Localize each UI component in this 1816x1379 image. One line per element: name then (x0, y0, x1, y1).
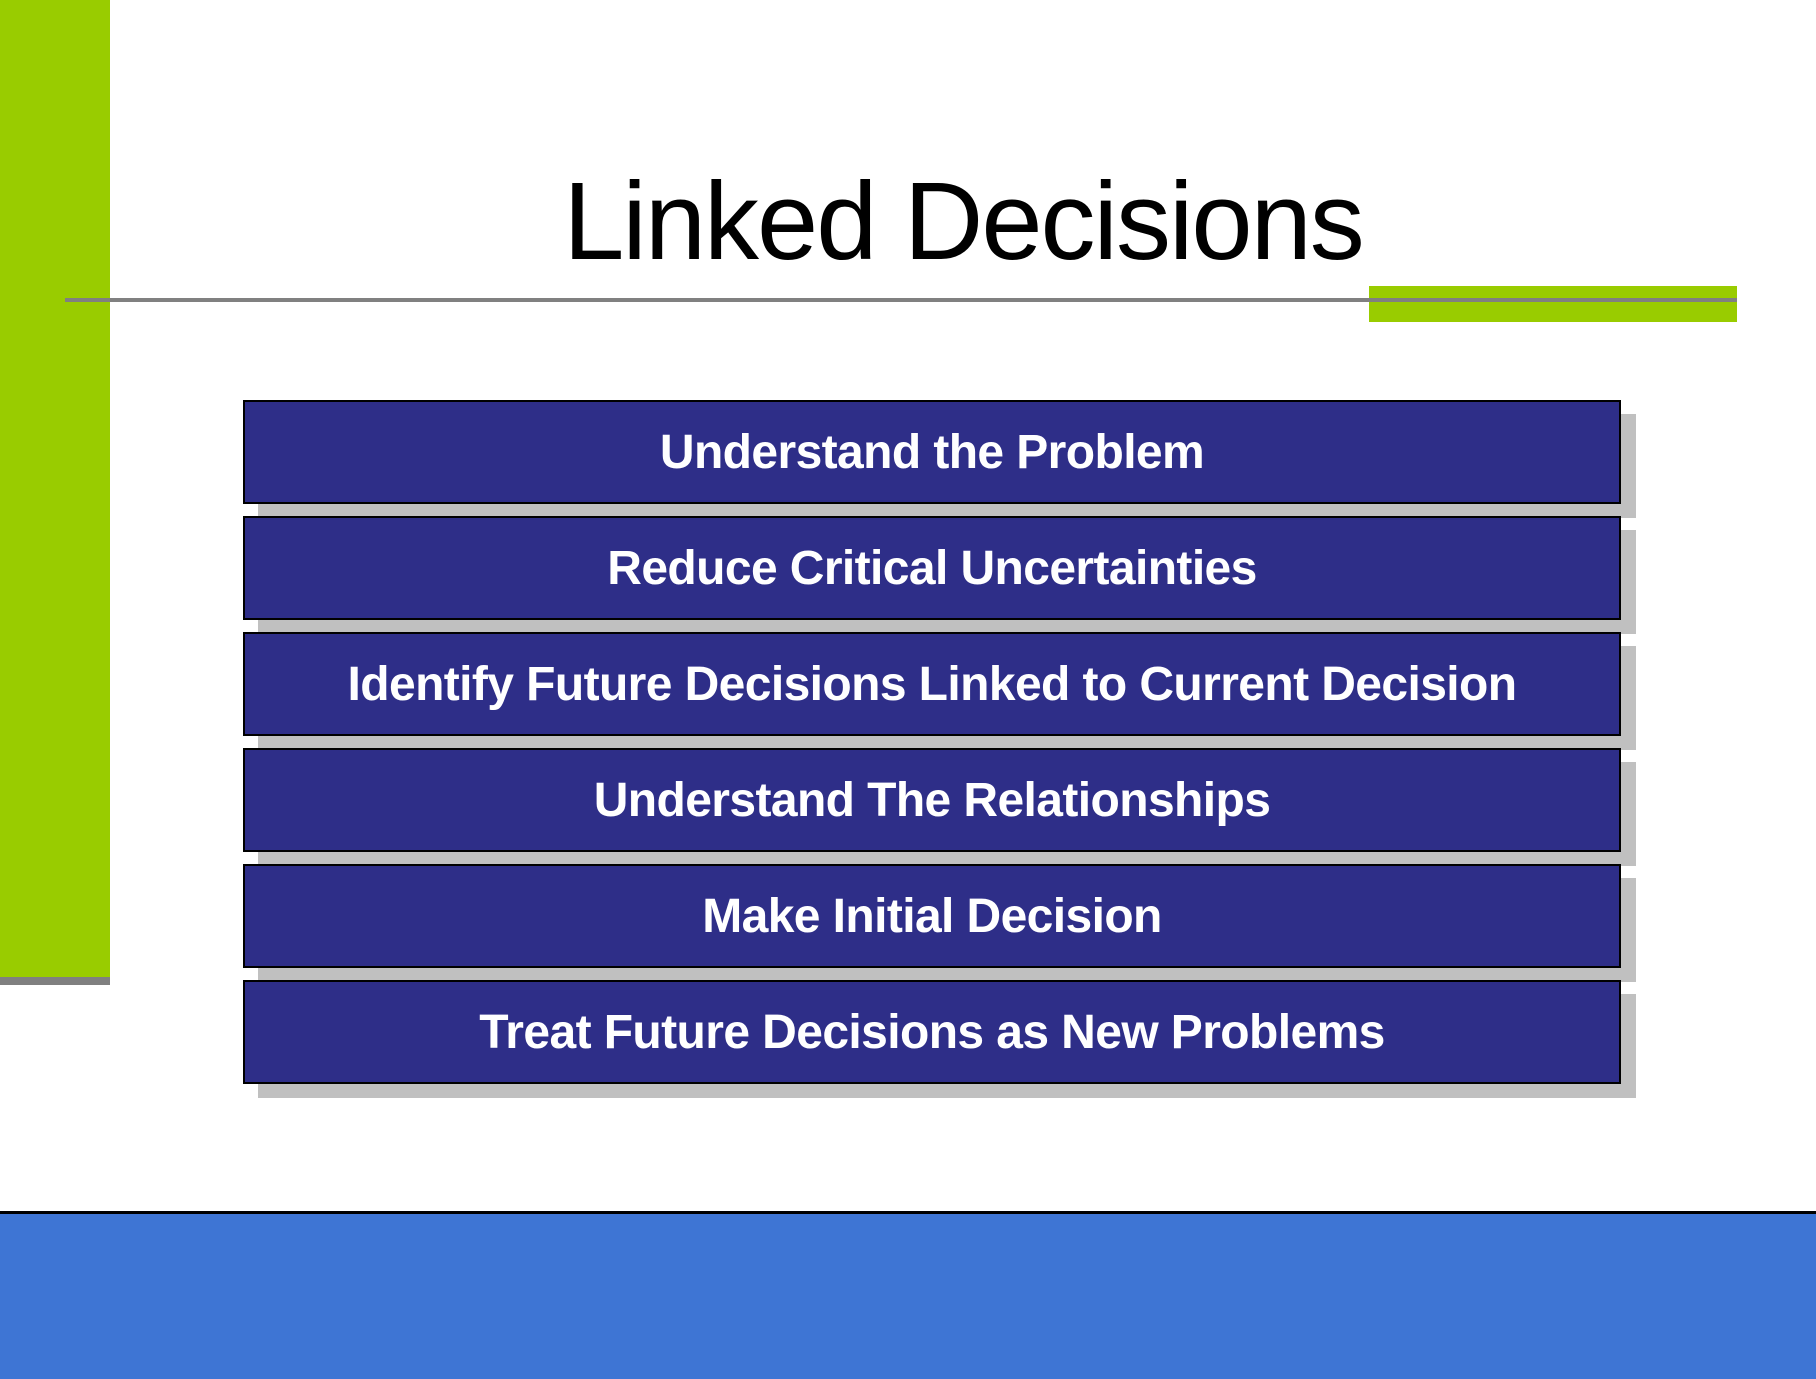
step-box-4: Understand The Relationships (243, 748, 1621, 852)
step-label: Understand the Problem (659, 425, 1205, 479)
step-box-5: Make Initial Decision (243, 864, 1621, 968)
step-label: Make Initial Decision (702, 889, 1162, 943)
footer-band (0, 1211, 1816, 1379)
title-accent-block (1369, 286, 1737, 322)
step-box-2: Reduce Critical Uncertainties (243, 516, 1621, 620)
slide-title: Linked Decisions (563, 159, 1365, 283)
step-box-1: Understand the Problem (243, 400, 1621, 504)
left-accent-bar (0, 0, 110, 985)
step-label: Identify Future Decisions Linked to Curr… (347, 657, 1518, 711)
step-box-3: Identify Future Decisions Linked to Curr… (243, 632, 1621, 736)
step-label: Understand The Relationships (593, 773, 1271, 827)
step-label: Treat Future Decisions as New Problems (479, 1005, 1385, 1059)
step-label: Reduce Critical Uncertainties (607, 541, 1257, 595)
step-box-6: Treat Future Decisions as New Problems (243, 980, 1621, 1084)
title-divider-line (65, 298, 1737, 302)
